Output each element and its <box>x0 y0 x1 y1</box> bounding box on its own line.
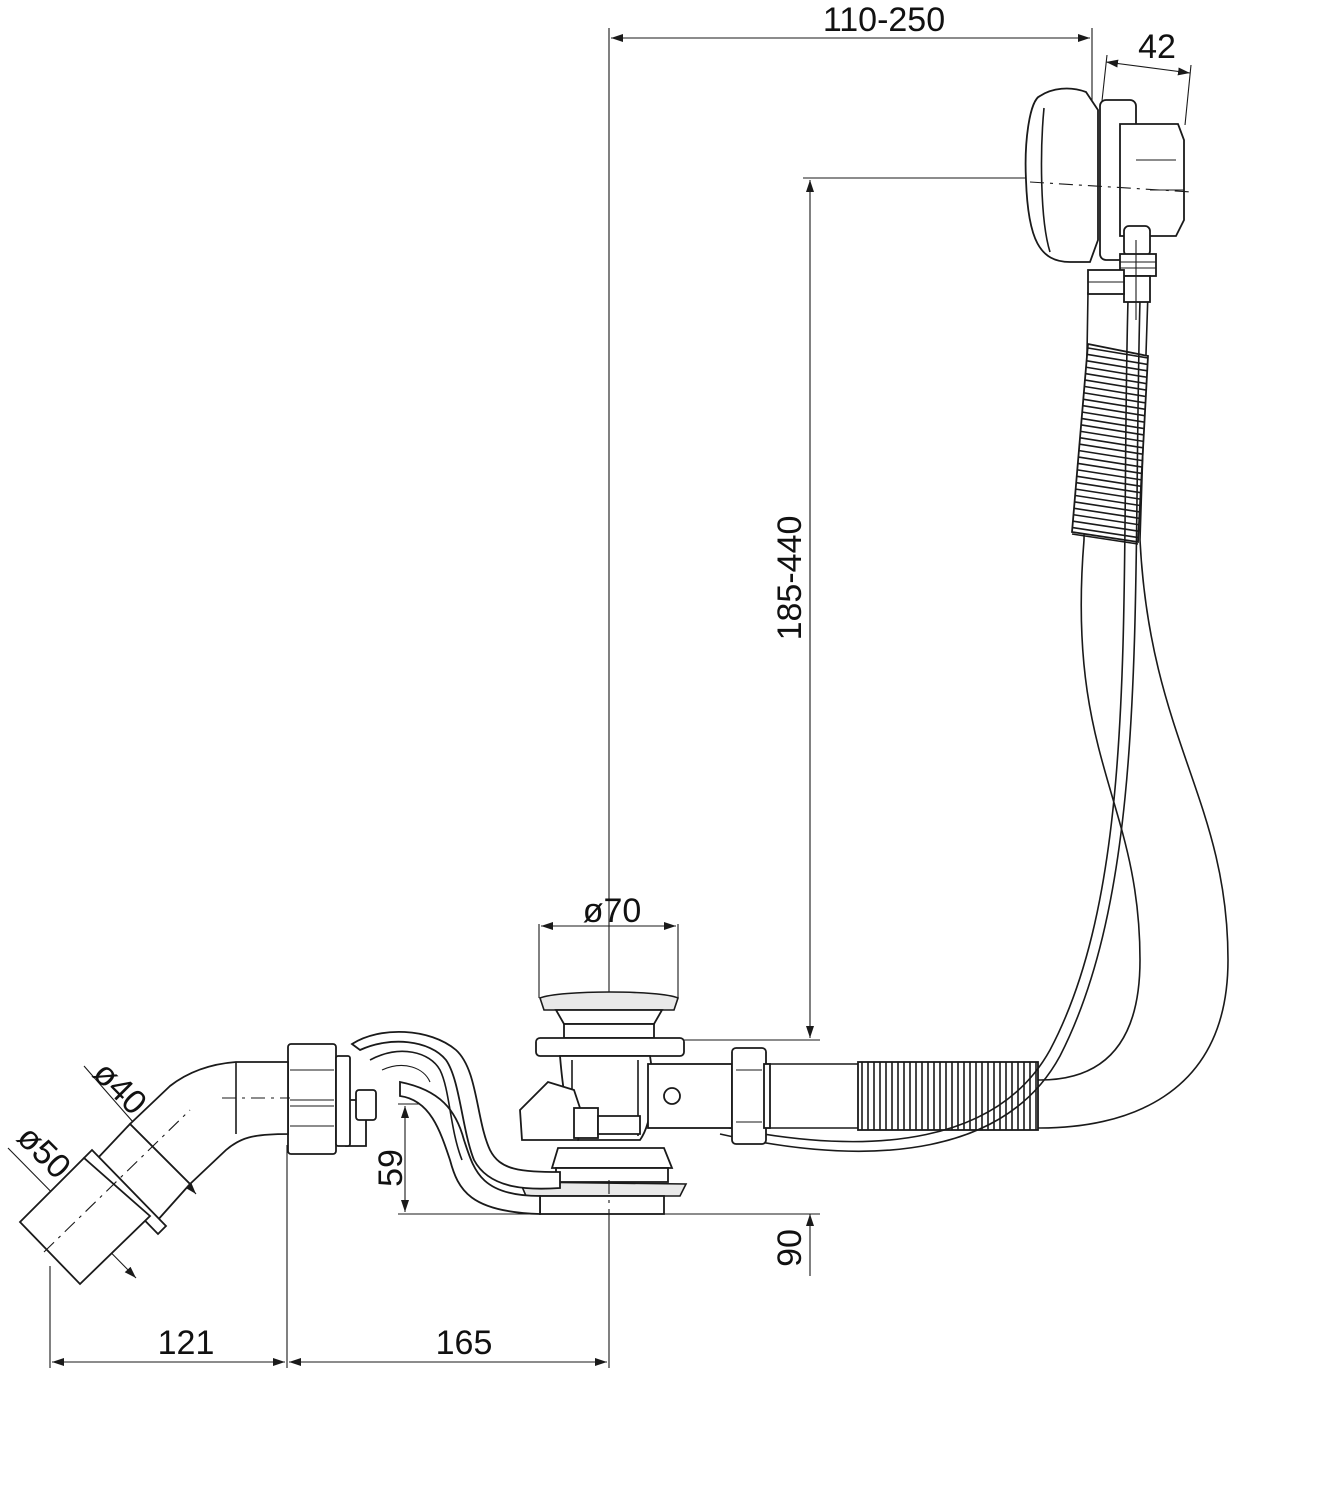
rib <box>1076 475 1142 488</box>
rib <box>1082 404 1146 417</box>
rib <box>1072 526 1139 539</box>
rib <box>1081 424 1144 436</box>
dim-drain-height: 59 <box>372 1149 410 1187</box>
dim-width-range: 110-250 <box>823 1 945 39</box>
dim-overflow-depth: 42 <box>1138 28 1176 66</box>
rib <box>1075 494 1141 507</box>
rib <box>1080 437 1144 449</box>
ribs-vertical <box>1071 347 1149 545</box>
rib <box>1082 411 1145 423</box>
rib <box>1074 501 1140 513</box>
rib <box>1085 379 1147 391</box>
outlet-bend <box>18 1043 351 1286</box>
rib <box>1077 469 1142 481</box>
dim-bend-length: 121 <box>158 1324 215 1362</box>
rib <box>1079 443 1143 455</box>
rib <box>1078 456 1143 468</box>
dim-waste-diameter: ø70 <box>583 892 642 930</box>
rib <box>1072 520 1139 532</box>
rib <box>1086 360 1148 372</box>
waste-assembly <box>518 991 771 1215</box>
overflow-head <box>1024 87 1193 320</box>
rib <box>1085 372 1147 385</box>
rib <box>1087 353 1148 366</box>
rib <box>1076 481 1141 494</box>
rib <box>1071 533 1139 545</box>
rib <box>1073 513 1140 526</box>
dim-base-height: 90 <box>771 1229 809 1267</box>
dim-horizontal-length: 165 <box>436 1324 493 1362</box>
rib <box>1079 449 1143 462</box>
rib <box>1084 392 1146 404</box>
rib <box>1084 385 1147 398</box>
rib <box>1080 430 1144 443</box>
rib <box>1083 398 1146 411</box>
rib <box>1086 366 1148 379</box>
rib <box>1087 347 1149 359</box>
siphon-trap <box>345 1030 561 1215</box>
rib <box>1075 488 1141 500</box>
rib <box>1077 462 1142 475</box>
overflow-tube <box>765 291 1229 1131</box>
dim-height-range: 185-440 <box>771 516 809 641</box>
bowden-cable <box>719 299 1141 1152</box>
rib <box>1081 417 1145 430</box>
rib <box>1074 507 1140 520</box>
